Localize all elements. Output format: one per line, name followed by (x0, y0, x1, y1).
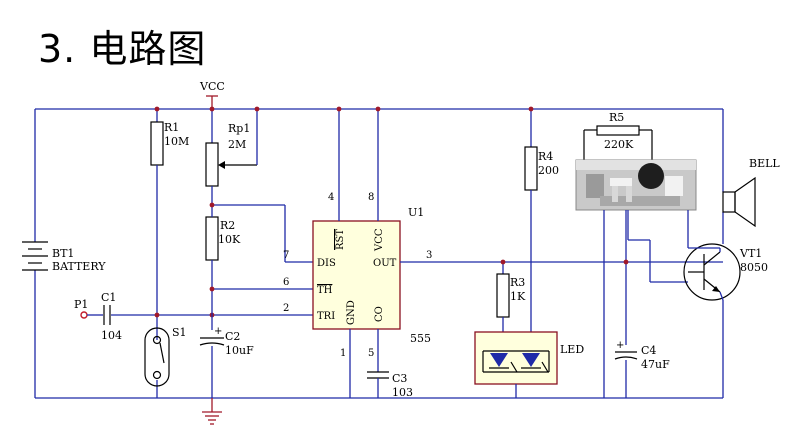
r2-value: 10K (218, 233, 241, 246)
r5-name: R5 (609, 111, 624, 124)
capacitor-c4 (614, 351, 638, 398)
r4-name: R4 (538, 150, 553, 163)
c4-name: C4 (641, 344, 656, 357)
rp1-value: 2M (228, 138, 246, 151)
bell-speaker-icon (722, 176, 756, 228)
led-module (474, 331, 558, 398)
pin-tri: TRI (317, 311, 335, 322)
transistor-vt1 (683, 243, 741, 301)
battery-bt1 (22, 109, 48, 398)
junction-dot (623, 259, 629, 265)
junction-dot (336, 106, 342, 112)
c2-value: 10uF (225, 344, 254, 357)
pin-gnd: GND (346, 300, 357, 325)
pin-co: CO (374, 306, 385, 322)
led-label: LED (560, 343, 584, 356)
c1-value: 104 (101, 329, 122, 342)
resistor-r5 (583, 125, 653, 162)
capacitor-c2 (199, 337, 225, 398)
resistor-r3 (496, 262, 510, 332)
pin-rst: RST (335, 229, 346, 250)
resistor-r1 (150, 109, 164, 398)
junction-dot (154, 106, 160, 112)
page-title: 3. 电路图 (38, 27, 207, 71)
capacitor-c3 (367, 371, 389, 398)
bt1-value: BATTERY (52, 260, 106, 273)
pin-number-8: 8 (368, 192, 374, 203)
junction-dot (209, 106, 215, 112)
resistor-r4 (524, 109, 538, 332)
ground-icon (202, 398, 222, 425)
rp1-name: Rp1 (228, 122, 250, 135)
junction-dot (375, 106, 381, 112)
pcb-board-image (575, 159, 697, 211)
pcb-wires (603, 210, 689, 398)
pin-number-6: 6 (283, 277, 289, 288)
c1-name: C1 (101, 291, 116, 304)
r2-name: R2 (220, 219, 235, 232)
r3-name: R3 (510, 276, 525, 289)
c2-name: C2 (225, 330, 240, 343)
junction-dot (254, 106, 260, 112)
c3-value: 103 (392, 386, 413, 399)
potentiometer-rp1 (205, 109, 258, 205)
vt1-value: 8050 (740, 261, 768, 274)
junction-dot (209, 286, 215, 292)
bt1-name: BT1 (52, 247, 74, 260)
r1-value: 10M (164, 135, 189, 148)
bell-label: BELL (749, 157, 780, 170)
vcc-label: VCC (199, 80, 225, 93)
pin-out: OUT (373, 258, 397, 269)
input-p1-c1 (80, 305, 313, 325)
right-rail (688, 109, 724, 398)
pin-number-4: 4 (328, 192, 334, 203)
pin-number-7: 7 (283, 250, 289, 261)
c4-plus: + (616, 340, 624, 351)
junction-dot (528, 106, 534, 112)
ic-555-u1 (312, 109, 723, 398)
junction-dot (209, 202, 215, 208)
ic-part: 555 (410, 332, 431, 345)
pin-dis: DIS (317, 258, 336, 269)
pin-number-2: 2 (283, 303, 289, 314)
r5-value: 220K (604, 138, 634, 151)
pin-th: TH (317, 285, 333, 296)
resistor-r2 (205, 204, 313, 330)
r1-name: R1 (164, 121, 179, 134)
c4-value: 47uF (641, 358, 670, 371)
pin-number-5: 5 (368, 348, 374, 359)
c3-name: C3 (392, 372, 407, 385)
c2-plus: + (214, 326, 222, 337)
p1-label: P1 (74, 298, 88, 311)
pin-number-3: 3 (426, 250, 432, 261)
pin-number-1: 1 (340, 348, 346, 359)
junction-dot (154, 312, 160, 318)
switch-s1 (144, 327, 170, 387)
junction-dot (500, 259, 506, 265)
r4-value: 200 (538, 164, 559, 177)
vt1-name: VT1 (739, 247, 762, 260)
ic-name: U1 (408, 206, 424, 219)
pin-vcc: VCC (374, 228, 385, 252)
r3-value: 1K (510, 290, 526, 303)
s1-label: S1 (172, 326, 187, 339)
